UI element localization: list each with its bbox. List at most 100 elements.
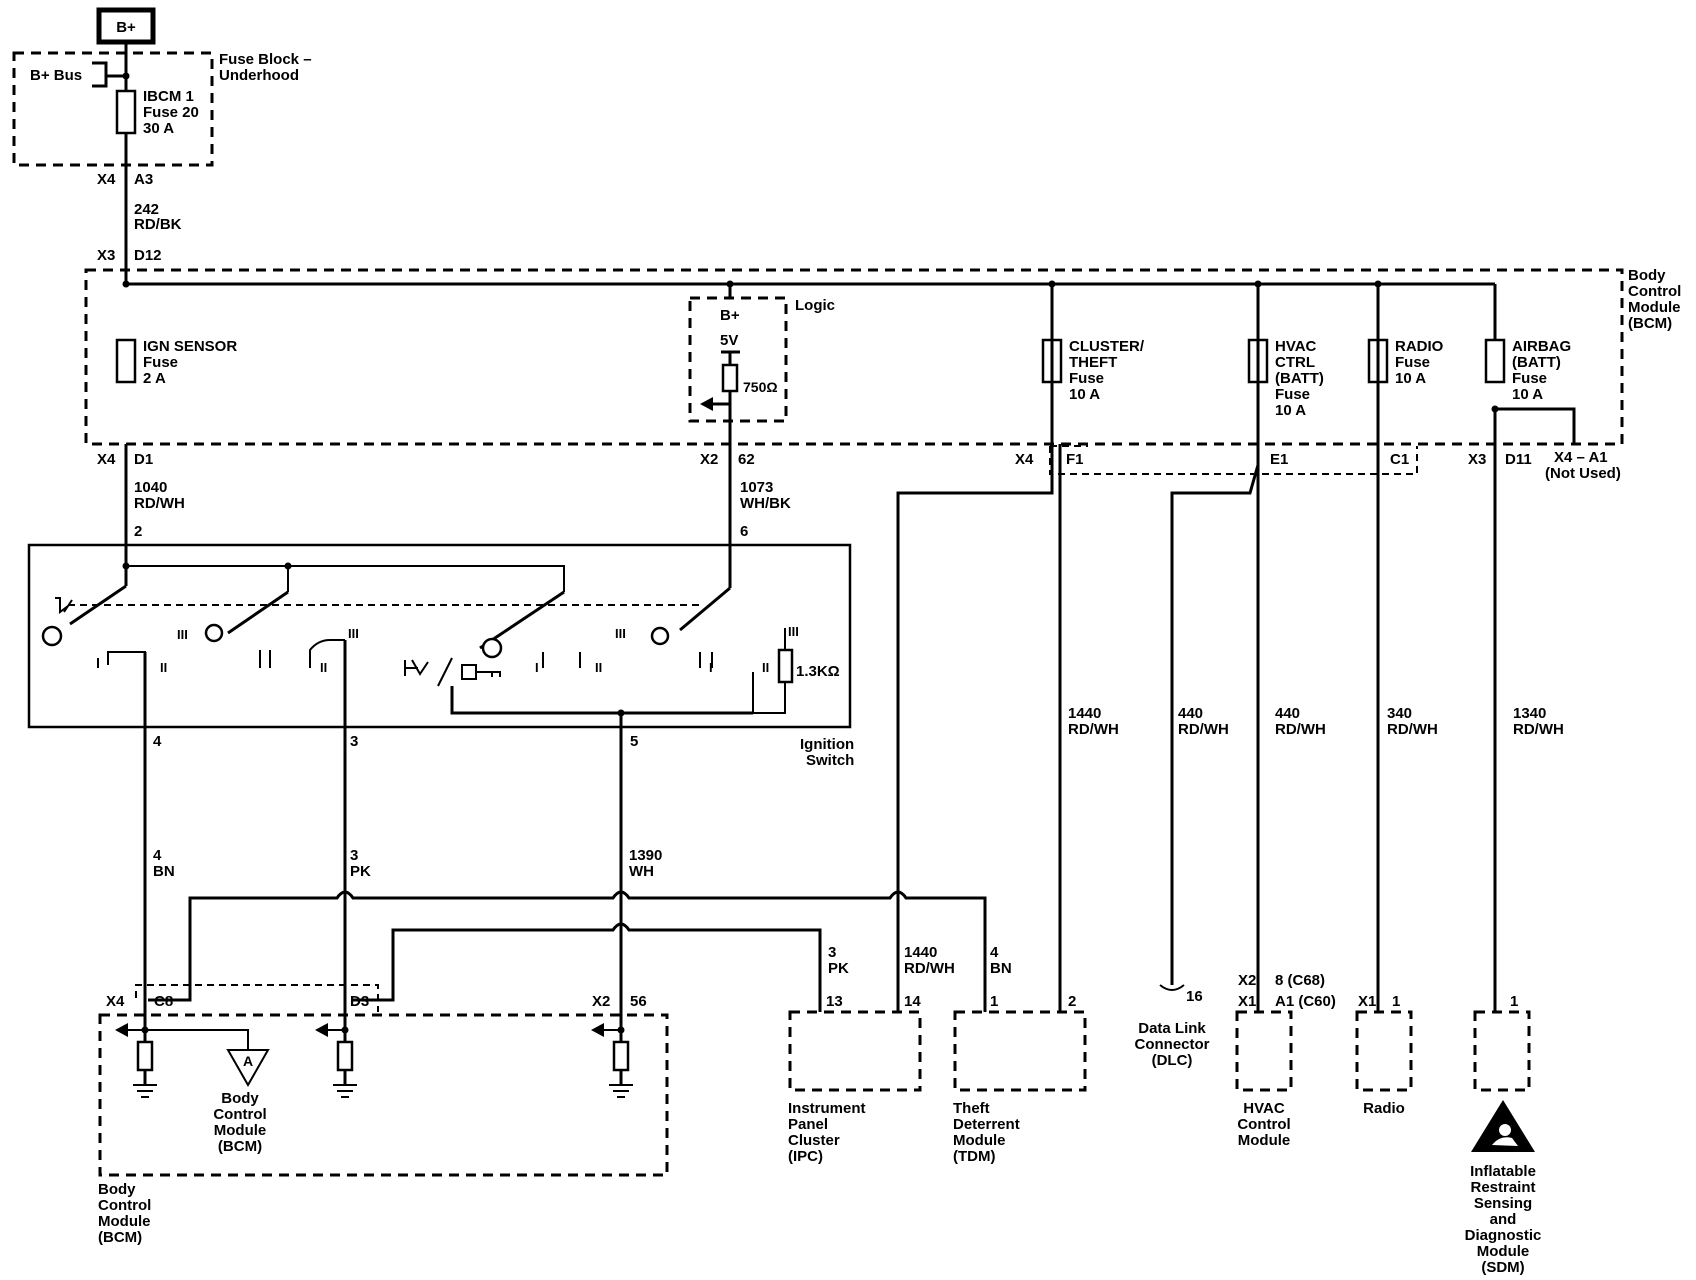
svg-text:(SDM): (SDM)	[1481, 1259, 1524, 1276]
svg-text:Cluster: Cluster	[788, 1132, 840, 1149]
logic-resistor	[721, 363, 739, 393]
svg-text:RD/WH: RD/WH	[1068, 721, 1119, 738]
svg-text:Fuse: Fuse	[1512, 370, 1547, 387]
wire-1073: 1073 WH/BK	[740, 479, 791, 512]
instrument-panel-cluster: 13 14 Instrument Panel Cluster (IPC)	[788, 993, 922, 1165]
svg-text:RADIO: RADIO	[1395, 338, 1444, 355]
svg-text:X2: X2	[592, 993, 610, 1010]
svg-text:10 A: 10 A	[1395, 370, 1426, 387]
wire-1340-airbag: 1340 RD/WH	[1513, 705, 1564, 738]
svg-text:Module: Module	[1628, 299, 1681, 316]
svg-text:X4: X4	[106, 993, 125, 1010]
svg-text:RD/WH: RD/WH	[1178, 721, 1229, 738]
svg-text:(TDM): (TDM)	[953, 1148, 995, 1165]
svg-text:Fuse: Fuse	[1069, 370, 1104, 387]
svg-text:10 A: 10 A	[1275, 402, 1306, 419]
svg-text:14: 14	[904, 993, 921, 1010]
svg-text:III: III	[615, 626, 626, 641]
svg-text:BN: BN	[990, 960, 1012, 977]
svg-text:X4 – A1: X4 – A1	[1554, 449, 1608, 466]
svg-text:Underhood: Underhood	[219, 67, 299, 84]
radio-module: X1 1 Radio	[1355, 993, 1413, 1117]
svg-text:(IPC): (IPC)	[788, 1148, 823, 1165]
svg-text:440: 440	[1275, 705, 1300, 722]
svg-text:II: II	[160, 660, 167, 675]
svg-text:X1: X1	[1238, 993, 1256, 1010]
svg-text:Module: Module	[953, 1132, 1006, 1149]
svg-text:Control: Control	[98, 1197, 151, 1214]
svg-text:II: II	[762, 660, 769, 675]
svg-text:Fuse: Fuse	[1395, 354, 1430, 371]
svg-text:D1: D1	[134, 451, 153, 468]
svg-text:Instrument: Instrument	[788, 1100, 866, 1117]
svg-text:CTRL: CTRL	[1275, 354, 1315, 371]
svg-text:B+: B+	[720, 307, 740, 324]
svg-text:(Not Used): (Not Used)	[1545, 465, 1621, 482]
sensing-diagnostic-module: 1 Inflatable Restraint Sensing and Diagn…	[1465, 993, 1542, 1276]
svg-text:Theft: Theft	[953, 1100, 990, 1117]
svg-text:Inflatable: Inflatable	[1470, 1163, 1536, 1180]
svg-text:F1: F1	[1066, 451, 1084, 468]
svg-text:Data Link: Data Link	[1138, 1020, 1206, 1037]
svg-text:1.3KΩ: 1.3KΩ	[796, 663, 840, 680]
wire-440-dlc: 440 RD/WH	[1178, 705, 1229, 738]
svg-text:PK: PK	[828, 960, 849, 977]
svg-text:X2: X2	[700, 451, 718, 468]
airbag-warning-icon	[1471, 1100, 1535, 1152]
fuse-block-underhood: Fuse Block – Underhood B+ Bus IBCM 1 Fus…	[12, 51, 312, 188]
svg-text:Body: Body	[98, 1181, 136, 1198]
svg-text:X3: X3	[1468, 451, 1486, 468]
svg-text:II: II	[320, 660, 327, 675]
svg-text:A1 (C60): A1 (C60)	[1275, 993, 1336, 1010]
svg-text:Radio: Radio	[1363, 1100, 1405, 1117]
svg-text:13: 13	[826, 993, 843, 1010]
wire-440-hvac: 440 RD/WH	[1275, 705, 1326, 738]
svg-text:6: 6	[740, 523, 748, 540]
svg-text:Fuse: Fuse	[1275, 386, 1310, 403]
wire-242: 242 RD/BK	[134, 201, 182, 233]
svg-text:RD/WH: RD/WH	[1387, 721, 1438, 738]
svg-text:CLUSTER/: CLUSTER/	[1069, 338, 1145, 355]
svg-text:5V: 5V	[720, 332, 738, 349]
svg-text:2: 2	[134, 523, 142, 540]
bplus-bus-label: B+ Bus	[30, 67, 82, 84]
svg-text:2: 2	[1068, 993, 1076, 1010]
svg-text:X1: X1	[1358, 993, 1376, 1010]
svg-text:4: 4	[153, 733, 162, 750]
svg-text:750Ω: 750Ω	[743, 379, 778, 395]
hvac-control-module: X2 8 (C68) X1 A1 (C60) HVAC Control Modu…	[1235, 972, 1336, 1149]
svg-text:Control: Control	[1628, 283, 1681, 300]
ignition-switch: 2 6 Ignition Switch	[27, 523, 854, 769]
svg-text:X4: X4	[1015, 451, 1034, 468]
svg-text:C1: C1	[1390, 451, 1409, 468]
svg-text:1040: 1040	[134, 479, 167, 496]
theft-deterrent-module: 1 2 Theft Deterrent Module (TDM)	[953, 993, 1087, 1165]
svg-text:(BATT): (BATT)	[1512, 354, 1561, 371]
ibcm1-fuse	[115, 89, 137, 135]
svg-text:1440: 1440	[1068, 705, 1101, 722]
svg-text:Control: Control	[213, 1106, 266, 1123]
svg-text:1440: 1440	[904, 944, 937, 961]
wire-1040: 1040 RD/WH	[134, 479, 185, 512]
wire-1440-rdwh: 1440 RD/WH	[1068, 705, 1119, 738]
svg-text:Fuse: Fuse	[143, 354, 178, 371]
svg-text:HVAC: HVAC	[1243, 1100, 1285, 1117]
svg-text:440: 440	[1178, 705, 1203, 722]
svg-text:Switch: Switch	[806, 752, 854, 769]
svg-text:BN: BN	[153, 863, 175, 880]
svg-text:THEFT: THEFT	[1069, 354, 1117, 371]
svg-text:A: A	[243, 1053, 253, 1069]
svg-text:4: 4	[153, 847, 162, 864]
svg-text:Panel: Panel	[788, 1116, 828, 1133]
svg-text:Connector: Connector	[1135, 1036, 1210, 1053]
svg-text:(BCM): (BCM)	[1628, 315, 1672, 332]
svg-text:30 A: 30 A	[143, 120, 174, 137]
svg-text:10 A: 10 A	[1512, 386, 1543, 403]
svg-text:E1: E1	[1270, 451, 1288, 468]
svg-text:242: 242	[134, 201, 159, 218]
svg-text:D11: D11	[1505, 451, 1532, 468]
svg-text:C8: C8	[154, 993, 173, 1010]
wire-1390-wh: 1390 WH	[629, 847, 662, 880]
svg-text:Deterrent: Deterrent	[953, 1116, 1020, 1133]
